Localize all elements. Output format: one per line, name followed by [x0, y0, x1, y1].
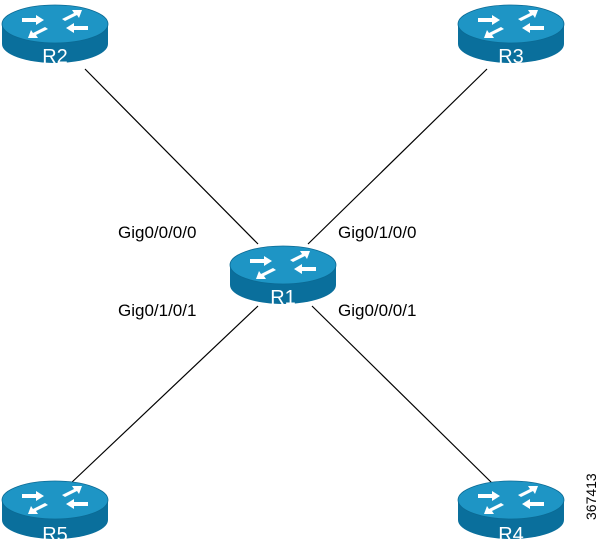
link-r1-r2 — [84, 68, 259, 245]
router-r2: R2 — [1, 4, 109, 68]
router-label: R2 — [42, 46, 68, 68]
link-r1-r5 — [69, 305, 259, 485]
interface-label-gig0-0-0-1: Gig0/0/0/1 — [338, 301, 416, 320]
router-label: R3 — [498, 46, 524, 68]
router-r4: R4 — [457, 480, 565, 546]
router-r1: R1 — [229, 245, 337, 309]
router-label: R5 — [42, 524, 68, 546]
interface-label-gig0-0-0-0: Gig0/0/0/0 — [118, 223, 196, 242]
router-label: R4 — [498, 524, 524, 546]
link-r1-r4 — [311, 305, 494, 485]
interface-label-gig0-1-0-1: Gig0/1/0/1 — [118, 301, 196, 320]
router-r5: R5 — [1, 480, 109, 546]
figure-id: 367413 — [583, 473, 599, 520]
interface-label-gig0-1-0-0: Gig0/1/0/0 — [338, 223, 416, 242]
router-label: R1 — [270, 287, 296, 309]
link-r1-r3 — [307, 68, 488, 245]
router-r3: R3 — [457, 4, 565, 68]
